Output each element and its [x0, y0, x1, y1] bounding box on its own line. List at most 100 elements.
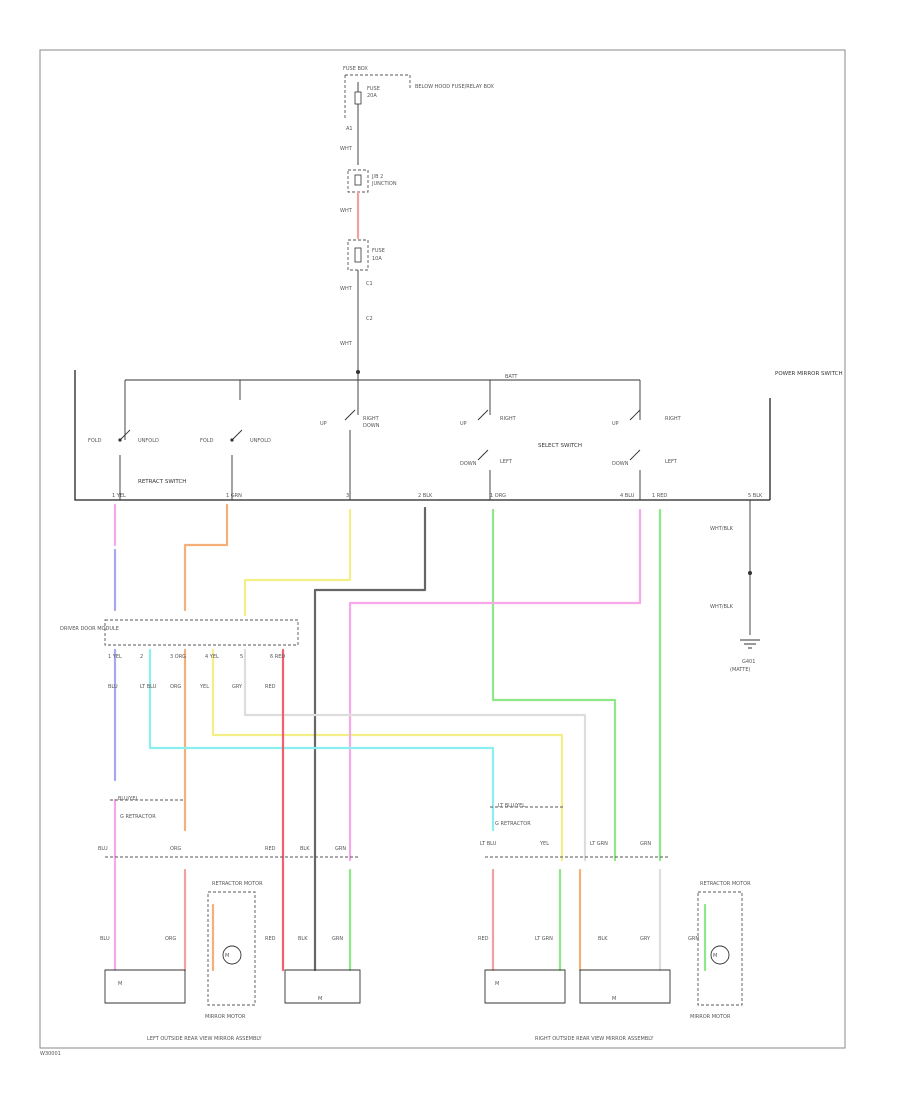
svg-text:RED: RED: [265, 684, 276, 690]
svg-text:FOLD: FOLD: [88, 438, 102, 444]
power-mirror-switch: POWER MIRROR SWITCH BATT FOLD UNFOLD FOL…: [74, 370, 843, 501]
svg-text:YEL: YEL: [199, 684, 209, 690]
svg-text:2: 2: [140, 654, 143, 660]
svg-text:WHT: WHT: [340, 286, 353, 292]
retractor-right-label: G RETRACTOR: [495, 821, 531, 827]
svg-text:BLK: BLK: [300, 846, 310, 852]
retractor-left: BLU/YEL G RETRACTOR: [110, 796, 185, 820]
svg-text:A1: A1: [346, 126, 353, 132]
svg-text:JUNCTION: JUNCTION: [371, 181, 397, 187]
retractor-motor-right: RETRACTOR MOTOR M: [697, 881, 751, 1006]
svg-text:BLK: BLK: [298, 936, 308, 942]
svg-text:5: 5: [240, 654, 243, 660]
svg-text:4 YEL: 4 YEL: [205, 654, 219, 660]
svg-text:1 ORG: 1 ORG: [490, 493, 506, 499]
svg-text:RIGHT: RIGHT: [363, 416, 380, 422]
retract-switch-label: RETRACT SWITCH: [138, 479, 186, 485]
svg-text:BATT: BATT: [505, 374, 518, 380]
svg-text:BLU/YEL: BLU/YEL: [118, 796, 139, 802]
svg-text:3: 3: [346, 493, 349, 499]
svg-text:M: M: [495, 981, 499, 987]
svg-text:GRY: GRY: [640, 936, 651, 942]
svg-text:FUSE: FUSE: [372, 248, 385, 254]
svg-text:M: M: [225, 953, 229, 959]
svg-text:GRN: GRN: [335, 846, 346, 852]
svg-text:LT BLU: LT BLU: [140, 684, 157, 690]
svg-text:GRN: GRN: [688, 936, 699, 942]
right-mirror-label: RIGHT OUTSIDE REAR VIEW MIRROR ASSEMBLY: [535, 1036, 654, 1042]
retractor-motor-left-label: RETRACTOR MOTOR: [212, 881, 263, 887]
ground-note: (MATTE): [730, 667, 750, 673]
svg-text:RED: RED: [265, 846, 276, 852]
svg-text:BLK: BLK: [598, 936, 608, 942]
svg-text:LT BLU: LT BLU: [480, 841, 497, 847]
svg-text:20A: 20A: [367, 93, 377, 99]
svg-text:3 ORG: 3 ORG: [170, 654, 186, 660]
svg-text:UP: UP: [612, 421, 619, 427]
svg-text:6 RED: 6 RED: [270, 654, 285, 660]
mirror-direction-switch: UP RIGHT DOWN UP RIGHT DOWN LEFT UP RIGH…: [320, 409, 682, 500]
svg-text:LT BLU/YEL: LT BLU/YEL: [498, 803, 525, 809]
svg-text:ORG: ORG: [170, 846, 181, 852]
svg-text:ORG: ORG: [170, 684, 181, 690]
svg-text:M: M: [612, 996, 616, 1002]
svg-text:YEL: YEL: [539, 841, 549, 847]
mirror-motor-left: M M MIRROR MOTOR LEFT OUTSIDE REAR VIEW …: [104, 969, 361, 1042]
page-frame: [39, 49, 846, 1049]
svg-text:DOWN: DOWN: [363, 423, 380, 429]
svg-text:2 BLK: 2 BLK: [418, 493, 433, 499]
connector-c1: J/B 2 JUNCTION: [347, 169, 397, 193]
svg-text:RIGHT: RIGHT: [665, 416, 682, 422]
svg-text:WHT: WHT: [340, 208, 353, 214]
ground-label: G401: [742, 659, 755, 665]
svg-text:UNFOLD: UNFOLD: [250, 438, 271, 444]
fuse-box-note: BELOW HOOD FUSE/RELAY BOX: [415, 84, 494, 90]
svg-text:UP: UP: [320, 421, 327, 427]
svg-text:J/B 2: J/B 2: [371, 174, 383, 180]
mirror-connector-right: LT BLU YEL LT GRN GRN: [480, 841, 670, 858]
svg-text:GRY: GRY: [232, 684, 243, 690]
svg-text:C1: C1: [366, 281, 373, 287]
retractor-motor-right-label: RETRACTOR MOTOR: [700, 881, 751, 887]
svg-text:DOWN: DOWN: [460, 461, 477, 467]
svg-text:M: M: [318, 996, 322, 1002]
svg-text:GRN: GRN: [332, 936, 343, 942]
mirror-motor-left-label: MIRROR MOTOR: [205, 1014, 246, 1020]
svg-text:M: M: [713, 953, 717, 959]
svg-text:RED: RED: [478, 936, 489, 942]
mirror-motor-right-label: MIRROR MOTOR: [690, 1014, 731, 1020]
power-mirror-switch-label: POWER MIRROR SWITCH: [775, 371, 843, 377]
svg-text:1 YEL: 1 YEL: [108, 654, 122, 660]
svg-text:LEFT: LEFT: [665, 459, 678, 465]
svg-text:UP: UP: [460, 421, 467, 427]
select-switch-label: SELECT SWITCH: [538, 443, 582, 449]
fuse-box-label: FUSE BOX: [343, 66, 368, 72]
svg-text:DOWN: DOWN: [612, 461, 629, 467]
svg-text:M: M: [118, 981, 122, 987]
driver-door-module: DRIVER DOOR MODULE 1 YEL 2 3 ORG 4 YEL 5…: [60, 619, 299, 690]
footer-code: W30001: [40, 1051, 61, 1057]
svg-text:ORG: ORG: [165, 936, 176, 942]
retractor-right: LT BLU/YEL G RETRACTOR: [490, 803, 565, 827]
connector-c2: FUSE 10A: [347, 239, 385, 271]
svg-text:FOLD: FOLD: [200, 438, 214, 444]
svg-text:UNFOLD: UNFOLD: [138, 438, 159, 444]
svg-text:1 RED: 1 RED: [652, 493, 667, 499]
svg-text:FUSE: FUSE: [367, 86, 380, 92]
mirror-connector-left: BLU ORG RED BLK GRN: [98, 846, 360, 858]
ground-circuit: WHT/BLK WHT/BLK G401 (MATTE): [710, 500, 760, 673]
svg-text:BLU: BLU: [108, 684, 118, 690]
left-mirror-label: LEFT OUTSIDE REAR VIEW MIRROR ASSEMBLY: [147, 1036, 263, 1042]
svg-text:WHT/BLK: WHT/BLK: [710, 526, 734, 532]
svg-text:RIGHT: RIGHT: [500, 416, 517, 422]
svg-text:LT GRN: LT GRN: [590, 841, 608, 847]
driver-door-module-label: DRIVER DOOR MODULE: [60, 626, 119, 632]
mirror-motor-right: M M MIRROR MOTOR RIGHT OUTSIDE REAR VIEW…: [484, 969, 731, 1042]
svg-text:4 BLU: 4 BLU: [620, 493, 635, 499]
svg-text:LEFT: LEFT: [500, 459, 513, 465]
svg-text:1 GRN: 1 GRN: [226, 493, 242, 499]
svg-text:WHT: WHT: [340, 146, 353, 152]
retractor-motor-left: RETRACTOR MOTOR M: [207, 881, 263, 1006]
svg-text:1 YEL: 1 YEL: [112, 493, 126, 499]
retract-switch: FOLD UNFOLD FOLD UNFOLD RETRACT SWITCH: [88, 429, 271, 500]
